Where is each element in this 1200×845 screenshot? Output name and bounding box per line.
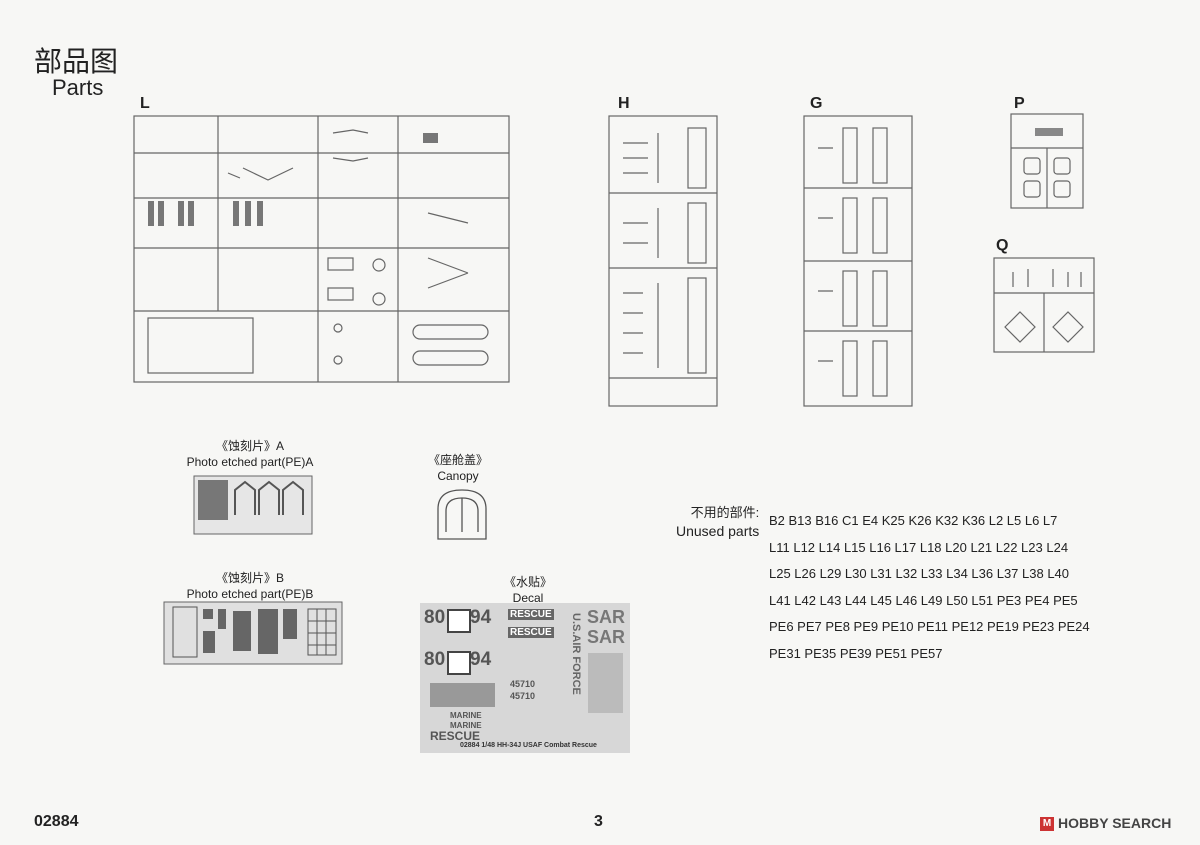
decal-sheet: 80 94 RESCUE RESCUE SAR SAR 80 94 U.S.AI… (420, 603, 630, 753)
unused-parts-heading-cn: 不用的部件: (690, 505, 760, 520)
pe-b-caption: 《蚀刻片》B Photo etched part(PE)B (160, 570, 340, 602)
decal-code-80-top: 80 (424, 607, 446, 628)
decal-marine-2: MARINE (450, 721, 482, 730)
sprue-label-q: Q (996, 237, 1009, 254)
decal-caption-en: Decal (512, 591, 544, 605)
unused-parts-line: L41 L42 L43 L44 L45 L46 L49 L50 L51 PE3 … (769, 592, 1078, 608)
unused-parts-line: B2 B13 B16 C1 E4 K25 K26 K32 K36 L2 L5 L… (769, 513, 1058, 528)
decal-code-94-top: 94 (470, 607, 492, 628)
decal-code-94-bottom: 94 (470, 649, 492, 670)
sprue-label-h: H (618, 95, 630, 112)
decal-marine-1: MARINE (450, 711, 482, 720)
sprue-g-drawing (803, 115, 913, 407)
pe-a-caption-cn: 《蚀刻片》A (215, 439, 284, 453)
kit-code: 02884 (34, 813, 79, 830)
decal-caption: 《水贴》 Decal (478, 574, 578, 606)
watermark-logo-icon: M (1040, 817, 1054, 832)
sprue-h-drawing (608, 115, 718, 407)
decal-sheet-footer: 02884 1/48 HH-34J USAF Combat Rescue (460, 742, 597, 749)
decal-caption-cn: 《水贴》 (503, 575, 552, 589)
pe-a-drawing (193, 475, 313, 535)
unused-parts-line: L25 L26 L29 L30 L31 L32 L33 L34 L36 L37 … (769, 566, 1070, 581)
decal-serial-1: 45710 (510, 679, 536, 689)
pe-b-caption-cn: 《蚀刻片》B (215, 571, 284, 585)
sprue-q-drawing (993, 257, 1095, 353)
page-number: 3 (594, 813, 603, 830)
pe-a-caption-en: Photo etched part(PE)A (186, 455, 314, 469)
decal-sar-1: SAR (587, 607, 626, 627)
unused-parts-line: PE6 PE7 PE8 PE9 PE10 PE11 PE12 PE19 PE23… (769, 619, 1090, 634)
sprue-label-l: L (140, 95, 150, 112)
pe-a-caption: 《蚀刻片》A Photo etched part(PE)A (160, 438, 340, 470)
unused-parts-heading: 不用的部件: Unused parts (676, 504, 759, 540)
page-title-cn: 部品图 (34, 45, 119, 78)
decal-sar-2: SAR (587, 627, 626, 647)
sprue-label-p: P (1014, 95, 1025, 112)
page-title-en: Parts (52, 75, 104, 100)
canopy-drawing (437, 489, 487, 540)
pe-b-drawing (163, 601, 343, 665)
sprue-label-g: G (810, 95, 823, 112)
decal-code-80-bottom: 80 (424, 649, 446, 670)
decal-rescue-band (588, 653, 623, 713)
decal-usaf-vertical: U.S.AIR FORCE (570, 613, 582, 695)
cross-marking-bottom (447, 651, 471, 675)
sprue-p-drawing (1010, 113, 1084, 209)
canopy-caption: 《座舱盖》 Canopy (408, 452, 508, 484)
unused-parts-line: L11 L12 L14 L15 L16 L17 L18 L20 L21 L22 … (769, 539, 1069, 555)
decal-serial-2: 45710 (510, 691, 536, 701)
decal-rescue-1: RESCUE (508, 609, 554, 620)
cross-marking-top (447, 609, 471, 633)
decal-stripe-panel (430, 683, 495, 707)
canopy-caption-cn: 《座舱盖》 (427, 453, 488, 467)
sprue-l-drawing (133, 115, 510, 383)
unused-parts-heading-en: Unused parts (676, 523, 760, 539)
unused-parts-line: PE31 PE35 PE39 PE51 PE57 (769, 645, 943, 661)
decal-rescue-2: RESCUE (508, 627, 554, 638)
decal-rescue-3: RESCUE (430, 729, 481, 743)
canopy-caption-en: Canopy (437, 469, 479, 483)
pe-b-caption-en: Photo etched part(PE)B (186, 587, 314, 601)
unused-parts-list: B2 B13 B16 C1 E4 K25 K26 K32 K36 L2 L5 L… (769, 508, 1169, 667)
watermark: M HOBBY SEARCH (1040, 815, 1172, 832)
watermark-text: HOBBY SEARCH (1058, 815, 1172, 831)
